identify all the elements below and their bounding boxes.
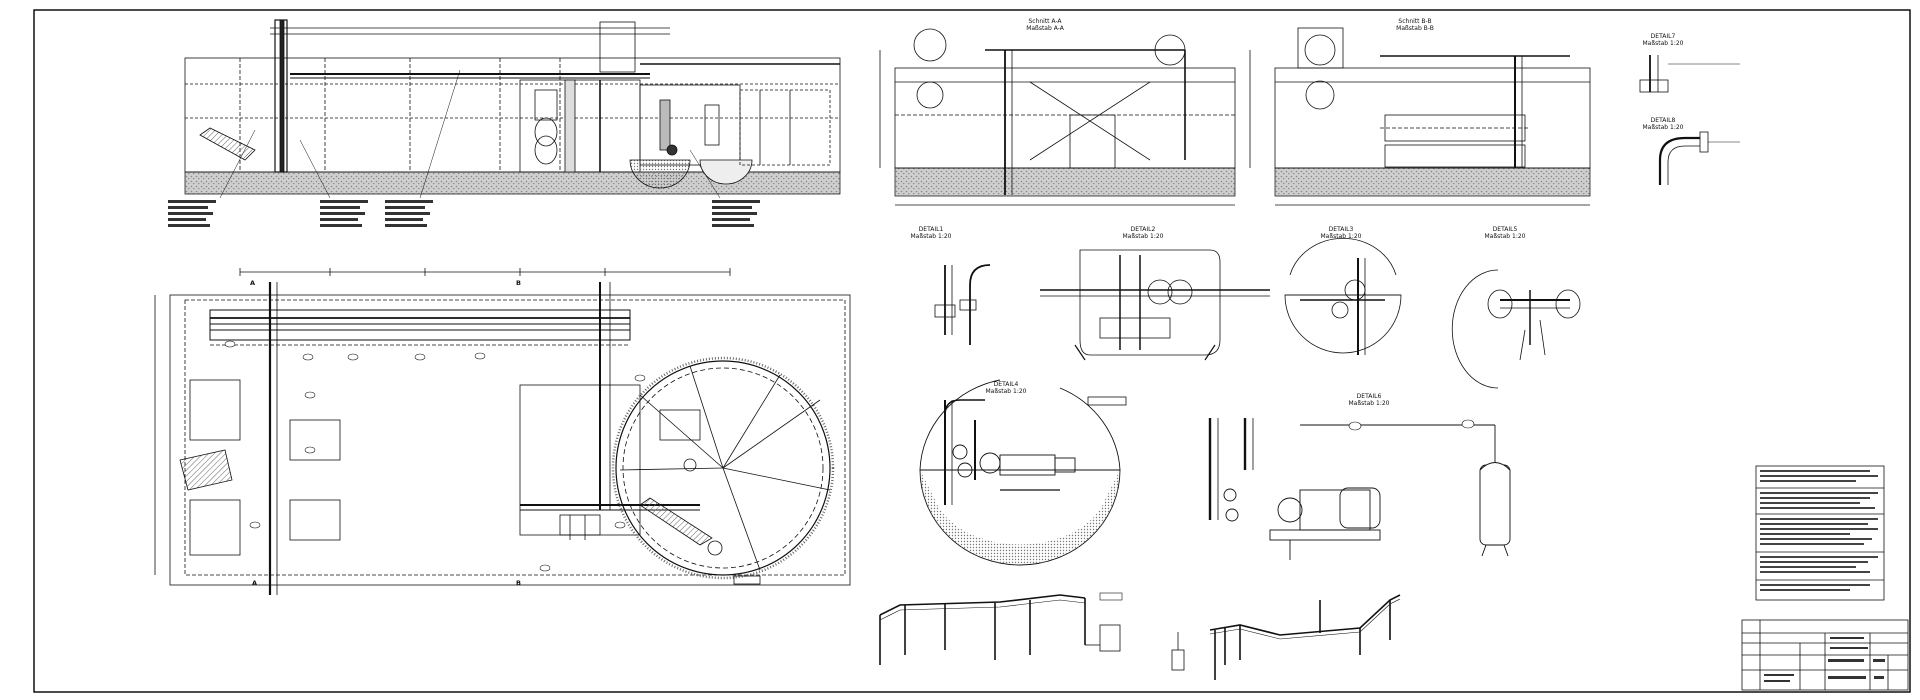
detail5-title: DETAIL5 [1492,226,1518,233]
title-block [1741,619,1909,691]
sheet-border [33,9,1911,693]
detail3-view [1284,237,1402,355]
detail1-scale: Maßstab 1:20 [910,233,952,240]
elevation-view [184,19,841,195]
isometric-view-right [1171,594,1401,680]
cut-marker-b-top: B [516,279,521,287]
detail1-view [934,264,991,345]
detail6-balloons [1348,419,1475,431]
detail4-title: DETAIL4 [993,381,1019,388]
detail4-tag-box [1087,396,1127,406]
detail2-view [1040,249,1270,361]
detail2-scale: Maßstab 1:20 [1122,233,1164,240]
detail7-scale: Maßstab 1:20 [1642,40,1684,47]
detail2-title: DETAIL2 [1130,226,1156,233]
cut-marker-a-bottom: A [252,579,258,587]
detail1-title: DETAIL1 [918,226,944,233]
isometric-view-left [879,594,1121,665]
detail6-scale: Maßstab 1:20 [1348,400,1390,407]
detail3-scale: Maßstab 1:20 [1320,233,1362,240]
detail7-view [1639,55,1740,93]
detail8-title: DETAIL8 [1650,117,1676,124]
detail6-title: DETAIL6 [1356,393,1382,400]
section-bb-scale: Maßstab B-B [1396,25,1434,32]
cut-marker-b-bottom: B [516,579,521,587]
detail4-scale: Maßstab 1:20 [985,388,1027,395]
cut-marker-a-top: A [250,279,256,287]
elevation-callout-leaders [219,69,721,199]
detail7-title: DETAIL7 [1650,33,1676,40]
detail6-view [1208,418,1511,560]
section-aa-title: Schnitt A-A [1028,18,1062,25]
section-aa-view [879,28,1251,206]
plan-tag-box [733,575,761,585]
plan-view [154,268,851,595]
plan-view-balloons [224,340,646,572]
notes-block [1755,465,1885,601]
detail5-scale: Maßstab 1:20 [1484,233,1526,240]
section-aa-scale: Maßstab A-A [1026,25,1064,32]
notes-text-lines [1760,470,1878,591]
isometric-left-tag-box [1099,592,1123,601]
elevation-part-lists [168,200,760,227]
title-block-text [1764,637,1885,682]
detail8-scale: Maßstab 1:20 [1642,124,1684,131]
detail4-view [919,379,1121,566]
detail8-view [1658,131,1740,185]
detail5-view [1451,269,1581,389]
detail3-title: DETAIL3 [1328,226,1354,233]
section-bb-title: Schnitt B-B [1398,18,1432,25]
section-bb-view [1274,27,1591,206]
